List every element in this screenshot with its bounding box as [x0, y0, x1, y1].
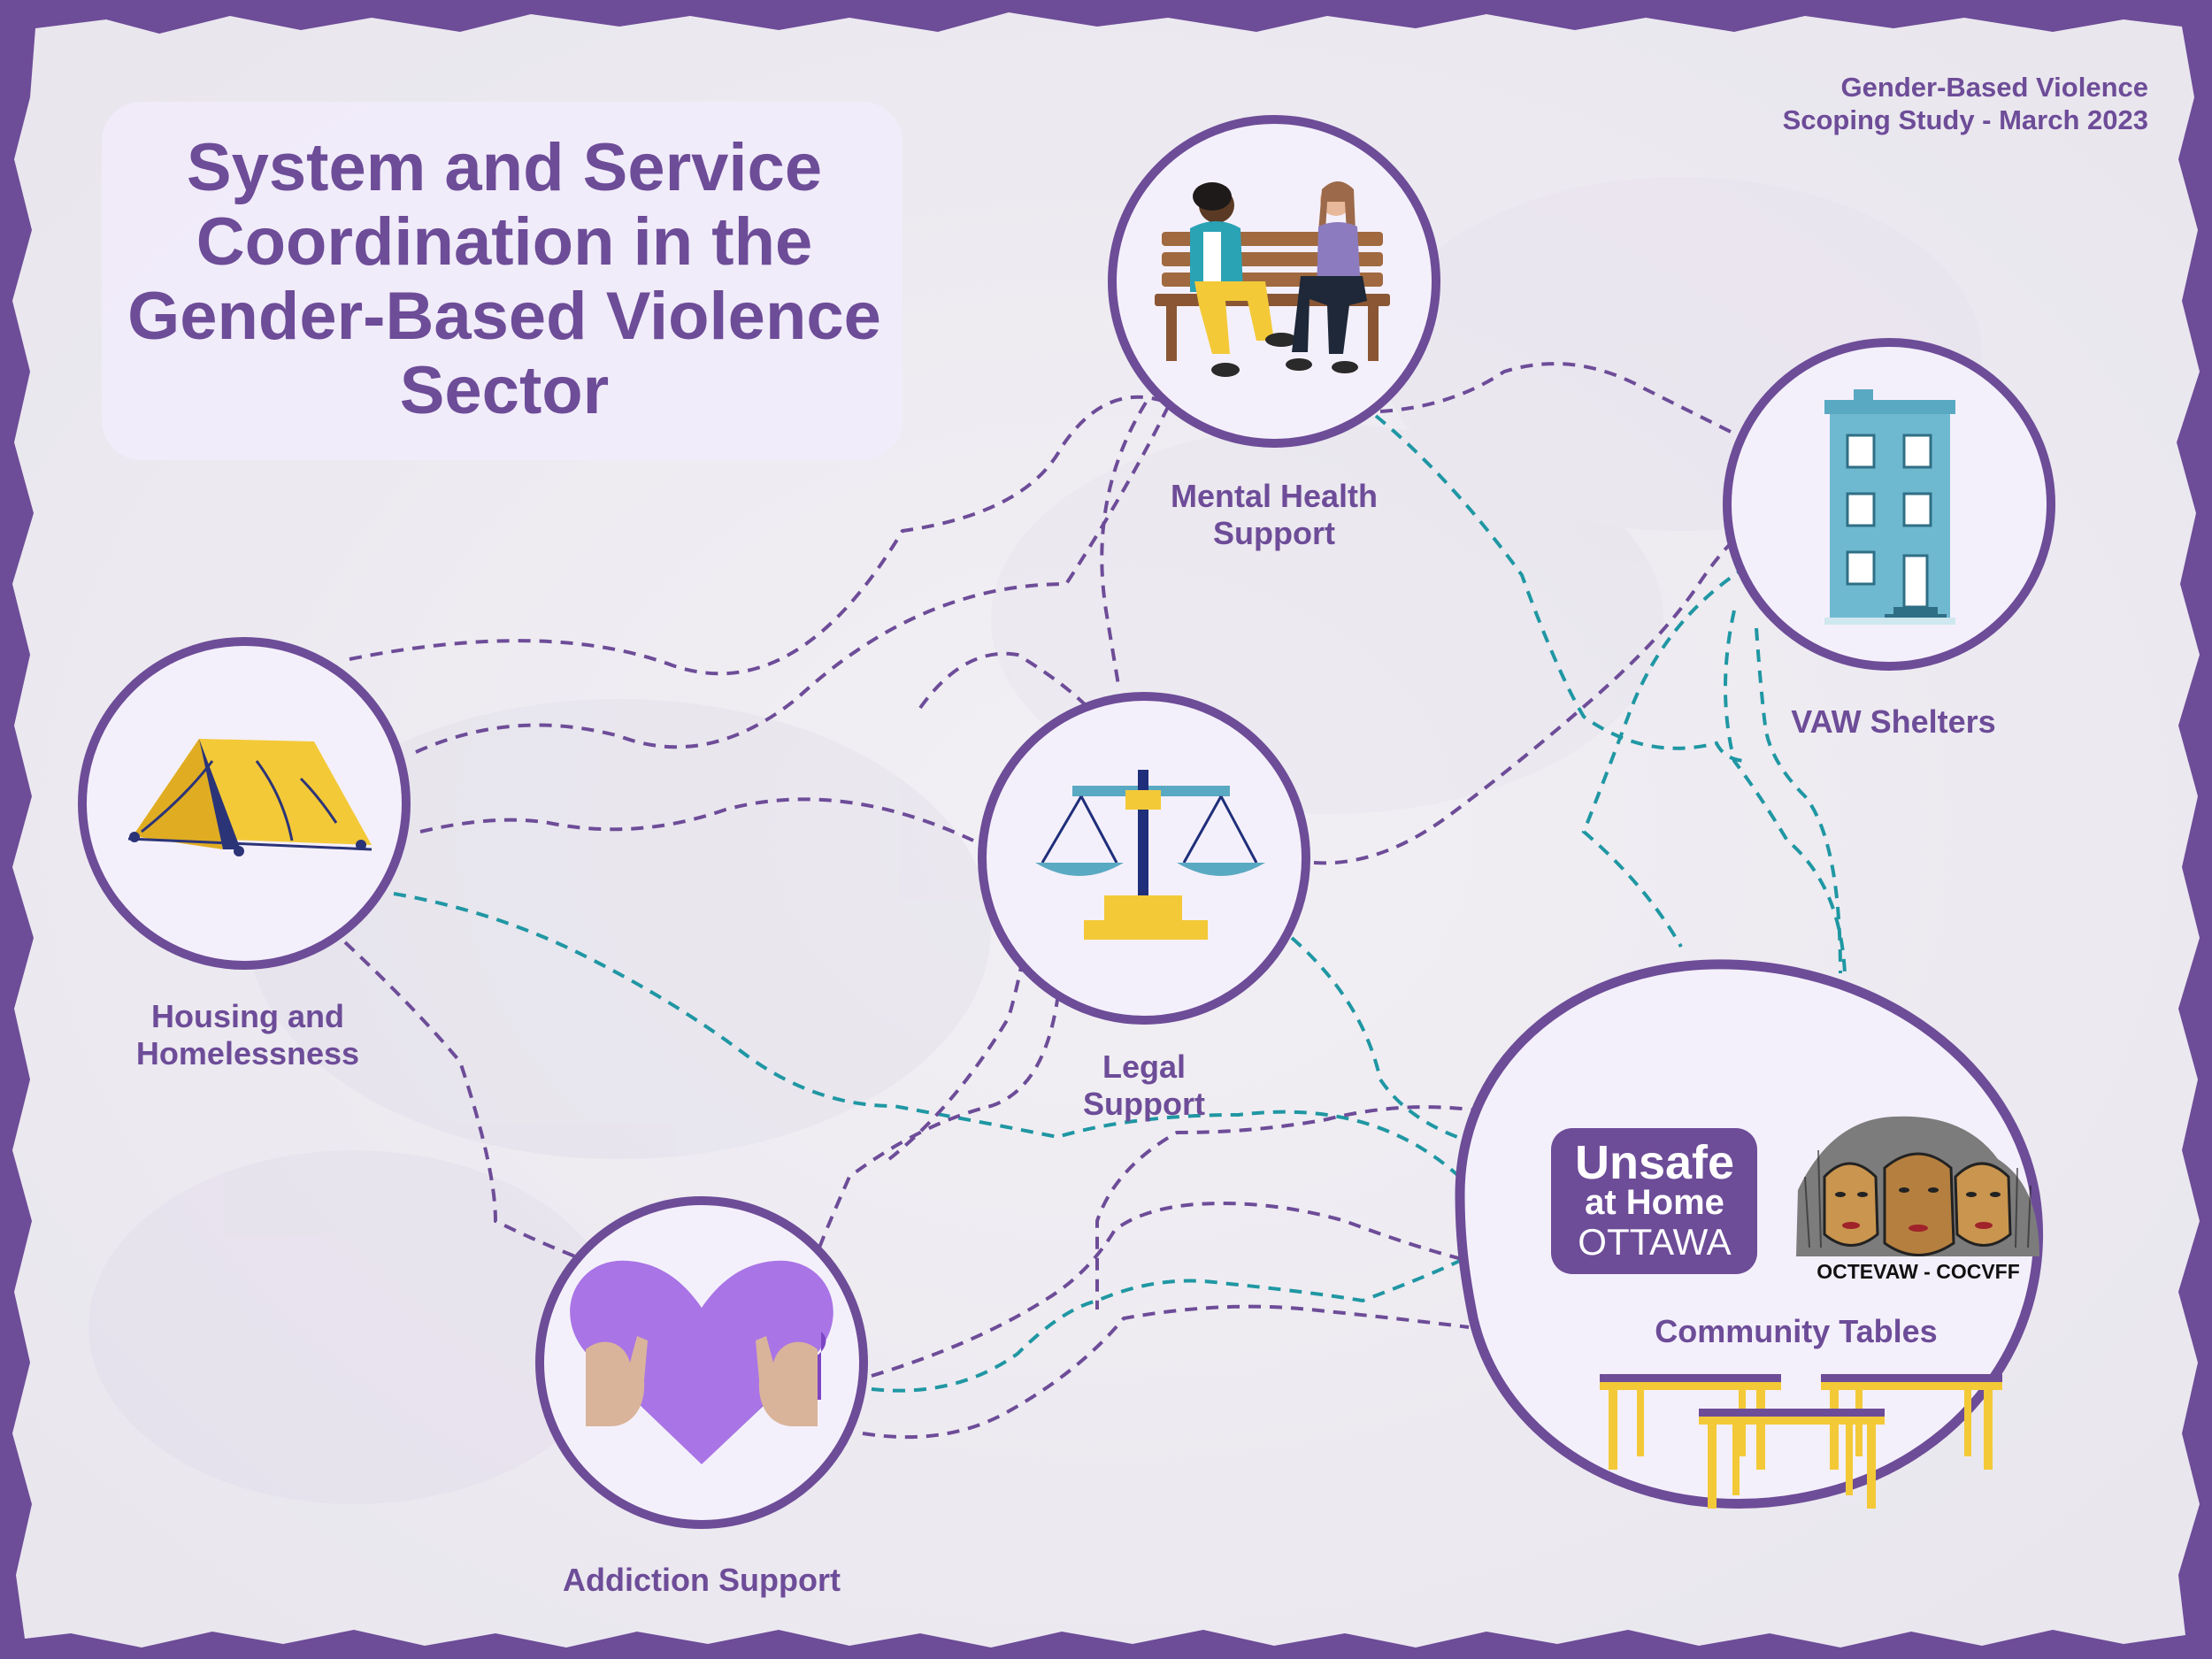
connection-line [419, 797, 974, 842]
community-tables-icon [1600, 1374, 2002, 1509]
nodes [78, 115, 2055, 1529]
tagline-line-1: Gender-Based Violence [1840, 72, 2148, 103]
label-housing: Housing and Homelessness [71, 998, 425, 1072]
octevaw-label: OCTEVAW - COCVFF [1816, 1260, 2020, 1283]
connection-line [1374, 414, 1748, 763]
label-mental-health-line-1: Mental Health [1170, 478, 1379, 514]
unsafe-logo-line-2: at Home [1585, 1183, 1724, 1222]
title-box [102, 102, 902, 460]
page-title: System and Service Coordination in the G… [127, 130, 881, 428]
label-housing-line-2: Homelessness [135, 1035, 360, 1071]
heart-hands-icon [570, 1260, 833, 1464]
connection-line [1290, 936, 1505, 1152]
octevaw-logo [1796, 1116, 2039, 1256]
bench-conversation-icon [1155, 181, 1390, 377]
connection-line [918, 651, 1090, 710]
label-vaw-shelters: VAW Shelters [1791, 703, 1996, 740]
label-mental-health: Mental Health Support [1097, 478, 1451, 552]
connection-line [393, 892, 1471, 1187]
connection-line [862, 1304, 1470, 1440]
label-housing-line-1: Housing and [151, 998, 344, 1034]
study-tagline: Gender-Based Violence Scoping Study - Ma… [1529, 71, 2148, 136]
connections [343, 362, 1847, 1440]
label-mental-health-line-2: Support [1213, 515, 1335, 551]
connection-line [343, 941, 576, 1258]
connection-line [803, 919, 1064, 1288]
unsafe-logo-line-1: Unsafe [1575, 1136, 1734, 1189]
connection-line [1755, 627, 1842, 974]
label-legal: Legal Support [967, 1048, 1321, 1123]
label-legal-line-2: Support [1083, 1086, 1205, 1122]
connection-line [1379, 362, 1735, 435]
community-tables-label: Community Tables [1655, 1313, 1937, 1349]
connection-line [1094, 1105, 1505, 1310]
tagline-line-2: Scoping Study - March 2023 [1782, 104, 2148, 135]
scales-of-justice-icon [1035, 770, 1265, 940]
building-icon [1824, 389, 1955, 625]
unsafe-logo-line-3: OTTAWA [1578, 1221, 1731, 1263]
label-addiction: Addiction Support [563, 1562, 841, 1598]
label-legal-line-1: Legal [1102, 1048, 1187, 1085]
connection-line [1724, 610, 1847, 974]
connection-line [1313, 538, 1736, 865]
connection-line [1100, 401, 1148, 691]
unsafe-at-home-logo [1551, 1128, 1757, 1274]
tent-icon [127, 739, 373, 856]
